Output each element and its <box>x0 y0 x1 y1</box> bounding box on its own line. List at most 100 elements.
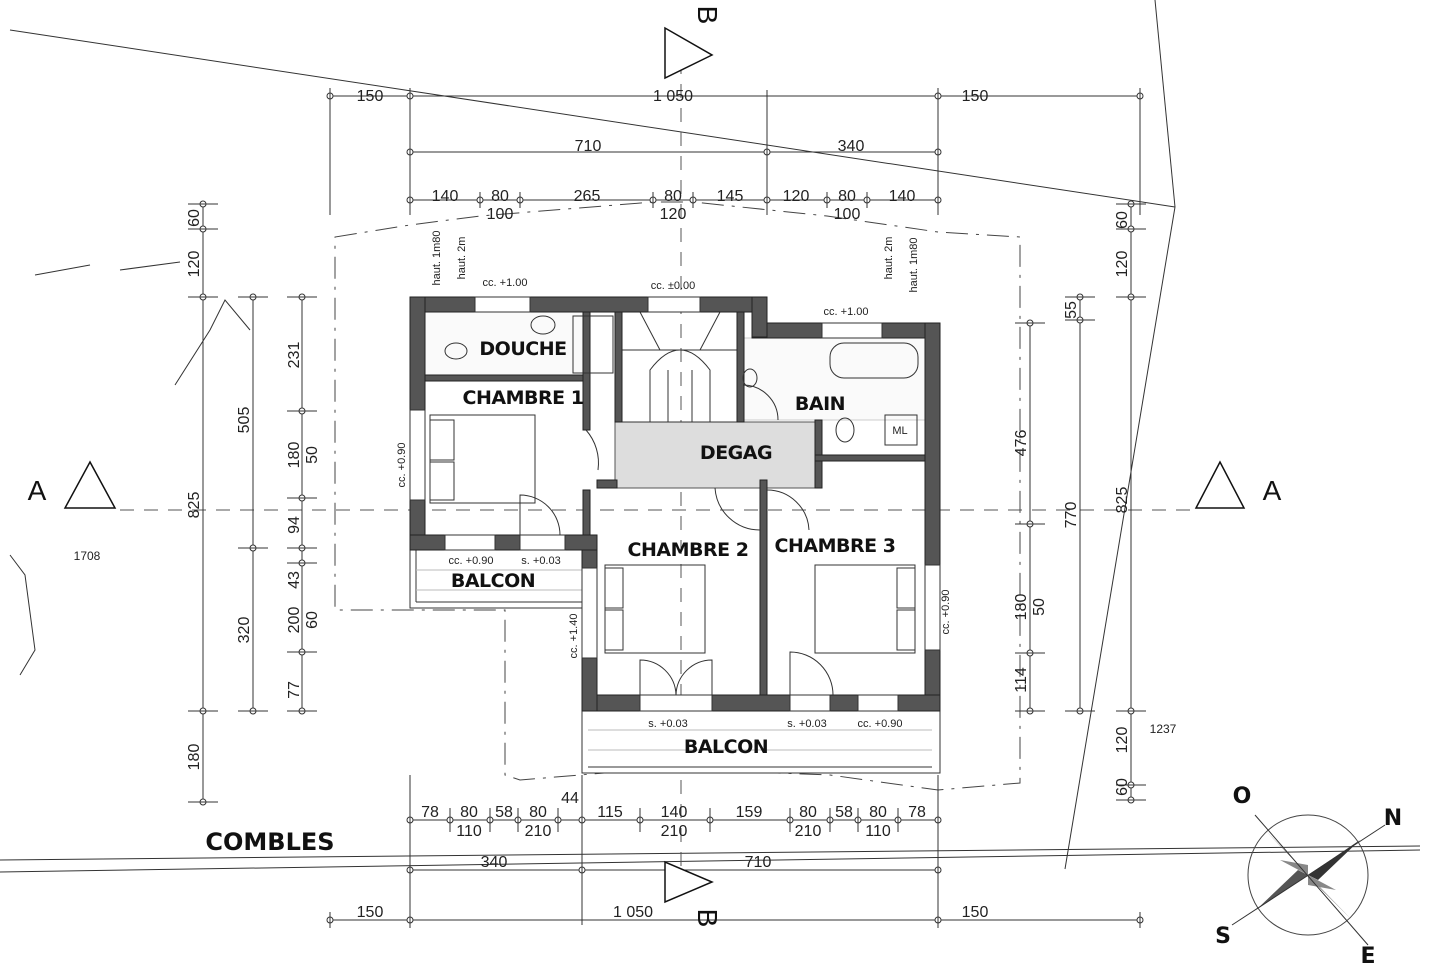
bed-chambre1 <box>429 414 536 504</box>
dimension-label: 150 <box>962 904 989 921</box>
dimension-label: 1 050 <box>653 88 693 105</box>
section-mark-a-right: A <box>1194 460 1282 509</box>
compass-o: O <box>1233 784 1252 809</box>
dimension-label: 60 <box>1114 211 1131 229</box>
room-label-balcon-bottom: BALCON <box>684 736 768 758</box>
room-label-douche: DOUCHE <box>479 338 566 360</box>
svg-text:A: A <box>1263 475 1282 506</box>
level-annotation: s. +0.03 <box>521 555 560 567</box>
toilet-bain <box>835 417 855 443</box>
dimension-label: 145 <box>717 188 744 205</box>
dimension-label: 140 <box>889 188 916 205</box>
dimension-label: 825 <box>1114 487 1131 514</box>
dimension-label: 140 <box>661 804 688 821</box>
annotations: cc. +1.00 cc. ±0.00 cc. +1.00 cc. +0.90 cc. … <box>396 230 952 730</box>
sink-bain <box>742 368 758 388</box>
level-annotation: cc. +1.40 <box>568 614 580 659</box>
balcony-bottom <box>581 710 941 774</box>
dimension-label: 78 <box>908 804 926 821</box>
dimension-label: 58 <box>495 804 513 821</box>
dimension-label: 120 <box>1114 727 1131 754</box>
height-annotation: haut. 2m <box>883 237 895 280</box>
dimension-label: 80 <box>799 804 817 821</box>
dimension-label: 210 <box>525 823 552 840</box>
dimension-label: 770 <box>1063 502 1080 529</box>
dimension-label: 159 <box>736 804 763 821</box>
dimension-label: 80 <box>838 188 856 205</box>
room-label-chambre2: CHAMBRE 2 <box>628 539 749 561</box>
compass-s: S <box>1215 924 1231 949</box>
room-label-chambre3: CHAMBRE 3 <box>775 535 896 557</box>
furniture <box>429 315 919 696</box>
dimension-label: 120 <box>1114 251 1131 278</box>
svg-text:B: B <box>692 6 723 25</box>
dimension-label: 110 <box>865 823 891 840</box>
level-annotation: cc. +0.90 <box>396 443 408 488</box>
dimension-label: 140 <box>432 188 459 205</box>
dimension-label: 180 <box>186 744 203 771</box>
dimension-label: 44 <box>561 790 579 807</box>
dimension-label: 110 <box>456 823 482 840</box>
dimension-label: 80 <box>529 804 547 821</box>
section-mark-b-bottom: B <box>664 860 723 928</box>
room-label-chambre1: CHAMBRE 1 <box>463 387 584 409</box>
dimension-label: 94 <box>286 516 303 534</box>
compass-e: E <box>1360 944 1375 969</box>
dimension-label: 78 <box>421 804 439 821</box>
dimension-label: 60 <box>186 209 203 227</box>
dimension-label: 100 <box>834 206 861 223</box>
dimension-label: 60 <box>1114 778 1131 796</box>
section-mark-b-top: B <box>664 6 723 80</box>
bathtub <box>829 342 919 379</box>
dimension-label: 43 <box>286 571 303 589</box>
dimension-label: 476 <box>1013 430 1030 457</box>
section-mark-a-left: A <box>28 460 117 509</box>
dimension-label: 58 <box>835 804 853 821</box>
dimension-label: 80 <box>460 804 478 821</box>
dimension-label: 180 <box>1013 594 1030 621</box>
height-annotation: haut. 1m80 <box>431 230 443 285</box>
level-annotation: cc. +0.90 <box>940 590 952 635</box>
level-annotation: s. +0.03 <box>787 718 826 730</box>
windows <box>409 296 941 712</box>
dimension-label: 710 <box>745 854 772 871</box>
dimension-label: 1 050 <box>613 904 653 921</box>
balcony-left <box>409 549 583 609</box>
dimension-label: 120 <box>186 251 203 278</box>
dimension-label: 210 <box>661 823 688 840</box>
dimension-label: 50 <box>1031 598 1048 616</box>
dimension-label: 505 <box>236 407 253 434</box>
dimension-label: 77 <box>286 681 303 699</box>
dimension-label: 150 <box>357 904 384 921</box>
dimension-label: 320 <box>236 617 253 644</box>
level-annotation: cc. +0.90 <box>449 555 494 567</box>
site-boundary <box>0 0 1421 873</box>
svg-text:A: A <box>28 475 47 506</box>
dimension-label: 120 <box>783 188 810 205</box>
level-annotation: cc. +1.00 <box>483 277 528 289</box>
dimension-label: 210 <box>795 823 822 840</box>
staircase <box>621 311 738 423</box>
level-annotation: cc. ±0.00 <box>651 280 696 292</box>
room-label-degag: DEGAG <box>700 442 772 464</box>
room-label-bain: BAIN <box>795 393 845 415</box>
toilet-douche <box>444 342 468 360</box>
dimension-label: 80 <box>491 188 509 205</box>
shower-tray <box>572 315 614 374</box>
dimension-label: 150 <box>962 88 989 105</box>
dimension-label: 60 <box>304 611 321 629</box>
level-annotation: s. +0.03 <box>648 718 687 730</box>
plot-number: 1237 <box>1150 722 1177 736</box>
compass-n: N <box>1384 806 1402 831</box>
appliance-label: ML <box>892 425 907 437</box>
washing-machine <box>884 414 918 446</box>
svg-text:B: B <box>692 909 723 928</box>
dimension-label: 265 <box>574 188 601 205</box>
bed-chambre3 <box>814 564 916 654</box>
dimension-label: 114 <box>1013 667 1030 693</box>
dimension-label: 100 <box>487 206 514 223</box>
room-label-balcon-left: BALCON <box>451 570 535 592</box>
level-annotation: cc. +1.00 <box>824 306 869 318</box>
